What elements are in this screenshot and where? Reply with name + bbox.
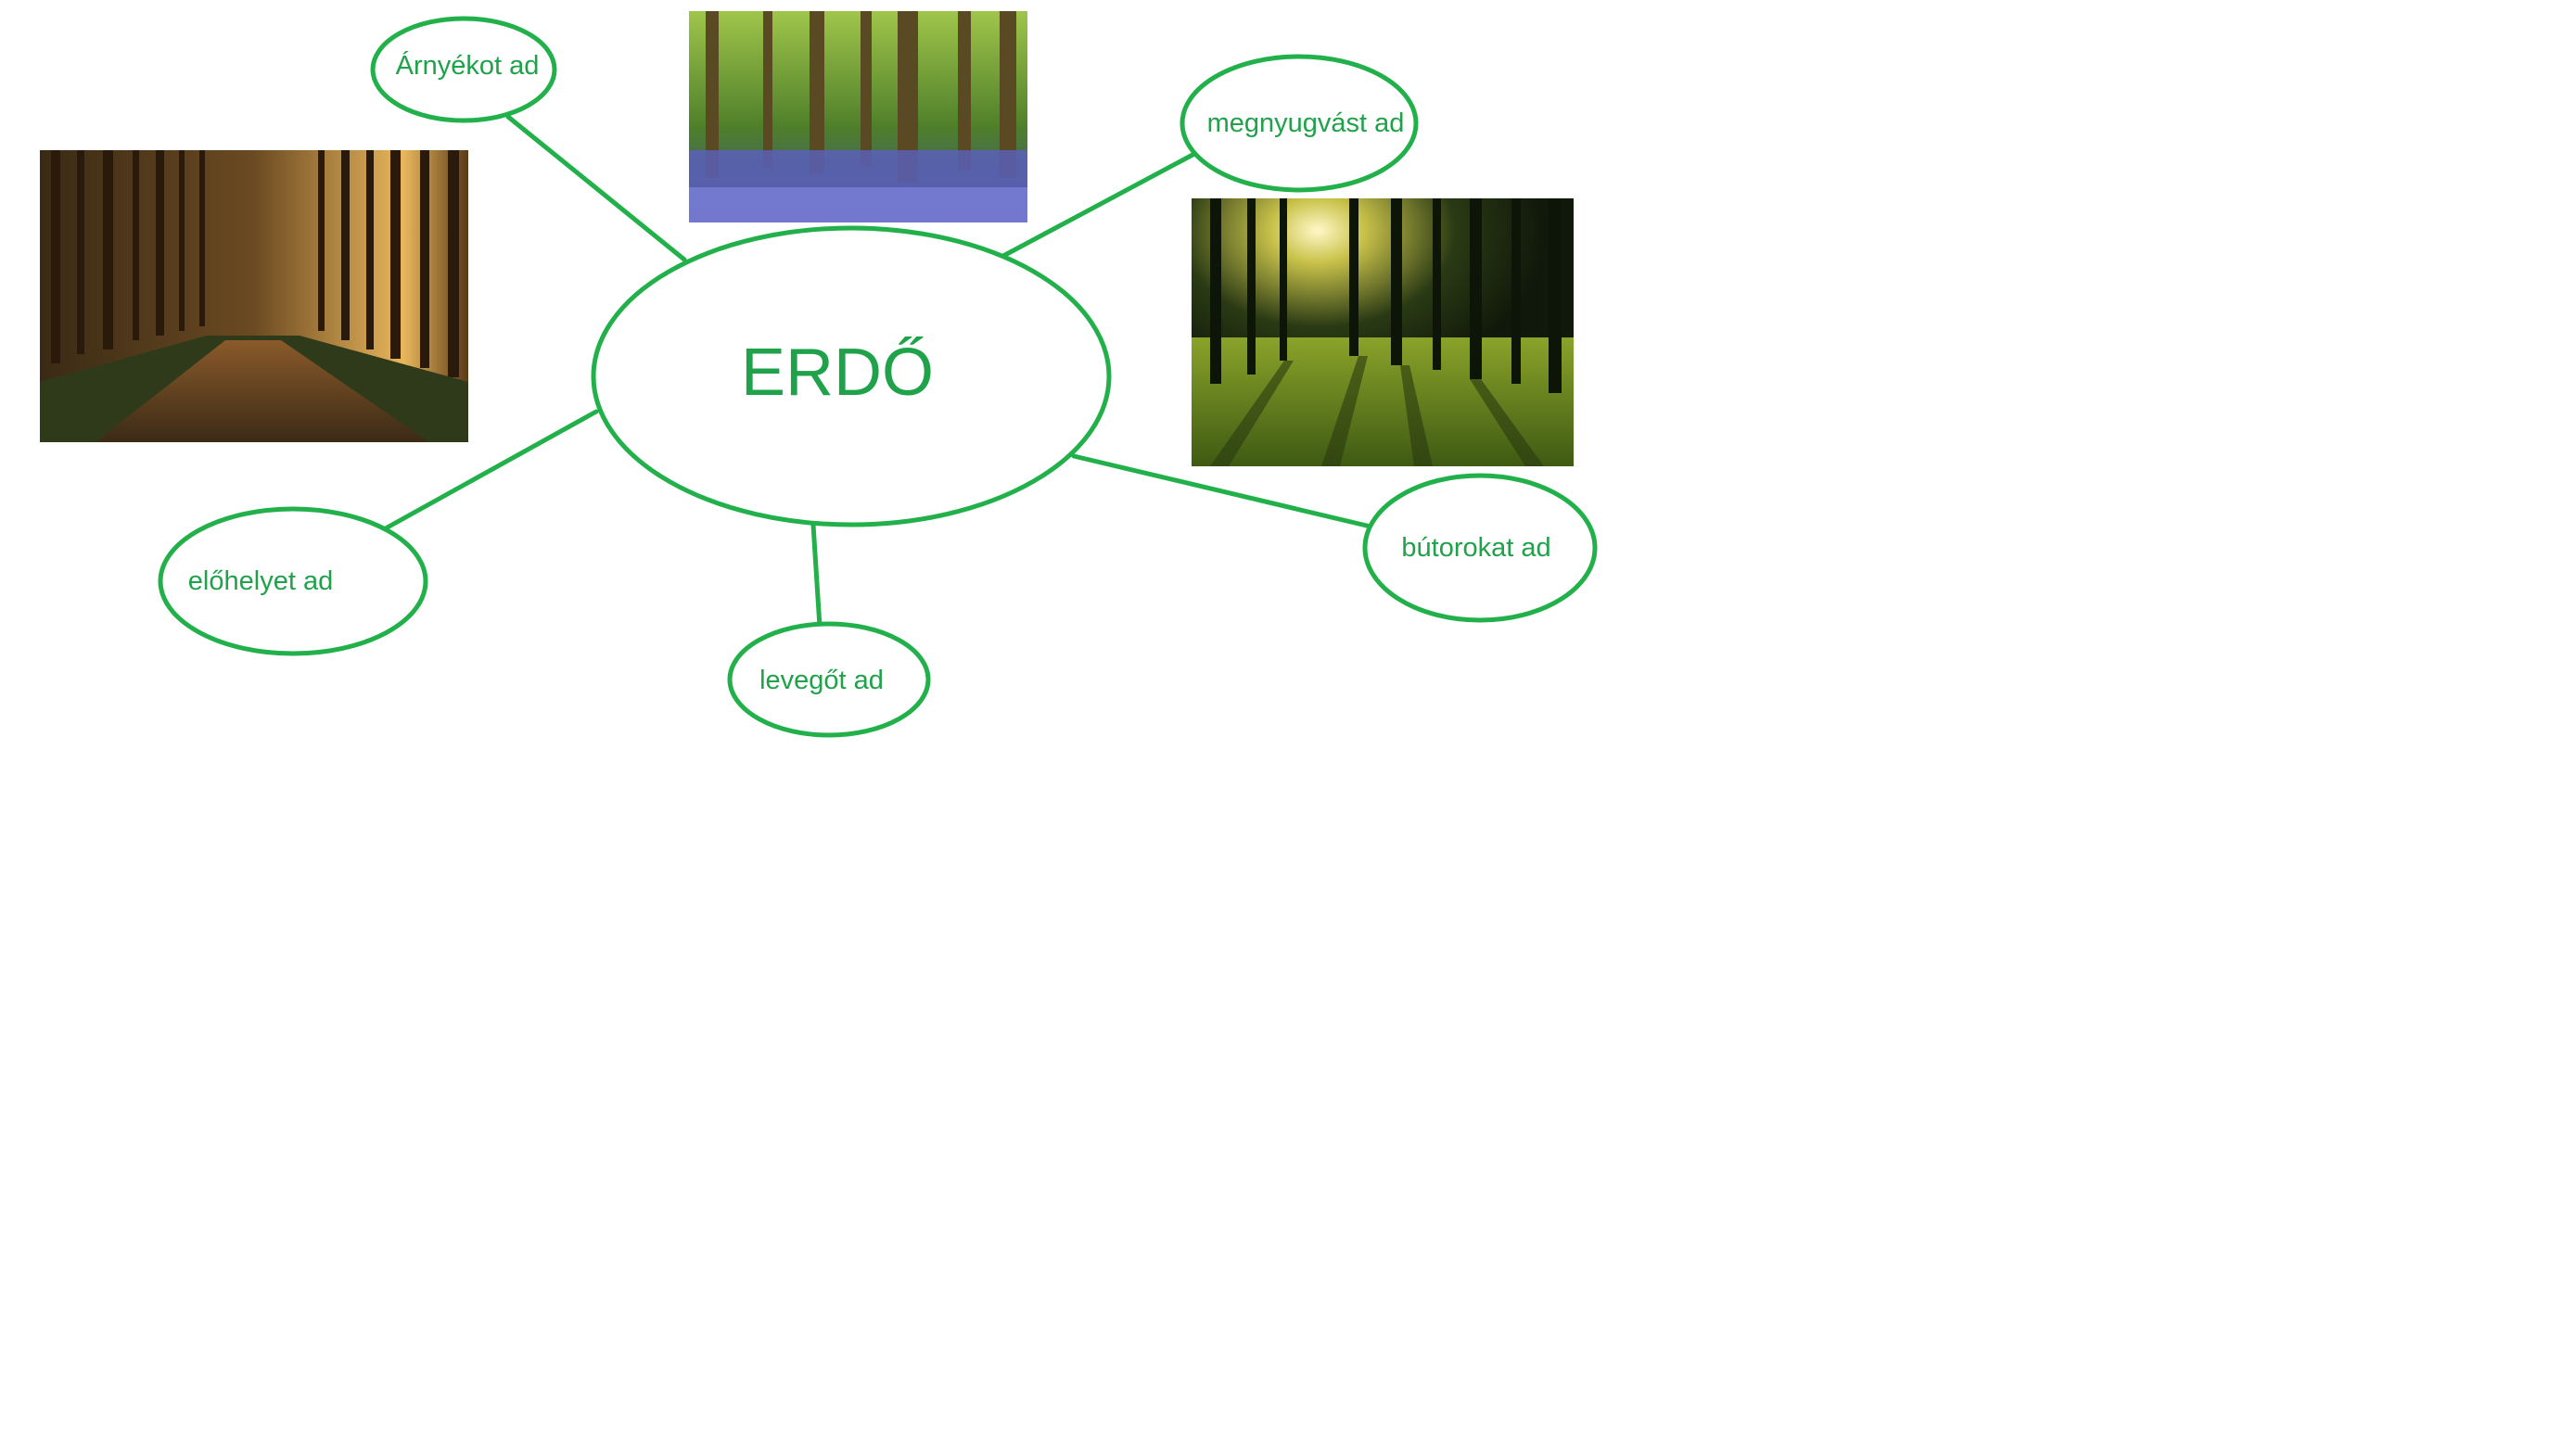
node-elohelyet [158, 506, 428, 656]
connector-arnyekot [505, 114, 687, 262]
sunlit-forest-photo [1192, 198, 1574, 466]
node-arnyekot [370, 16, 557, 123]
connector-levegot [810, 522, 823, 629]
connector-elohelyet [381, 409, 599, 532]
bluebell-forest-photo [689, 11, 1027, 222]
node-butorokat [1362, 473, 1598, 623]
node-levegot [727, 621, 931, 738]
connector-megnyugvast [1001, 151, 1197, 259]
branch-label-elohelyet: előhelyet ad [188, 566, 333, 596]
center-node-erdo [591, 225, 1112, 527]
branch-label-arnyekot: Árnyékot ad [396, 50, 540, 81]
forest-path-photo [40, 150, 468, 442]
branch-label-butorokat: bútorokat ad [1401, 533, 1550, 563]
branch-label-megnyugvast: megnyugvást ad [1207, 108, 1405, 138]
node-megnyugvast [1180, 54, 1419, 193]
center-label: ERDŐ [741, 336, 934, 410]
branch-label-levegot: levegőt ad [759, 666, 884, 695]
connector-butorokat [1071, 453, 1373, 529]
